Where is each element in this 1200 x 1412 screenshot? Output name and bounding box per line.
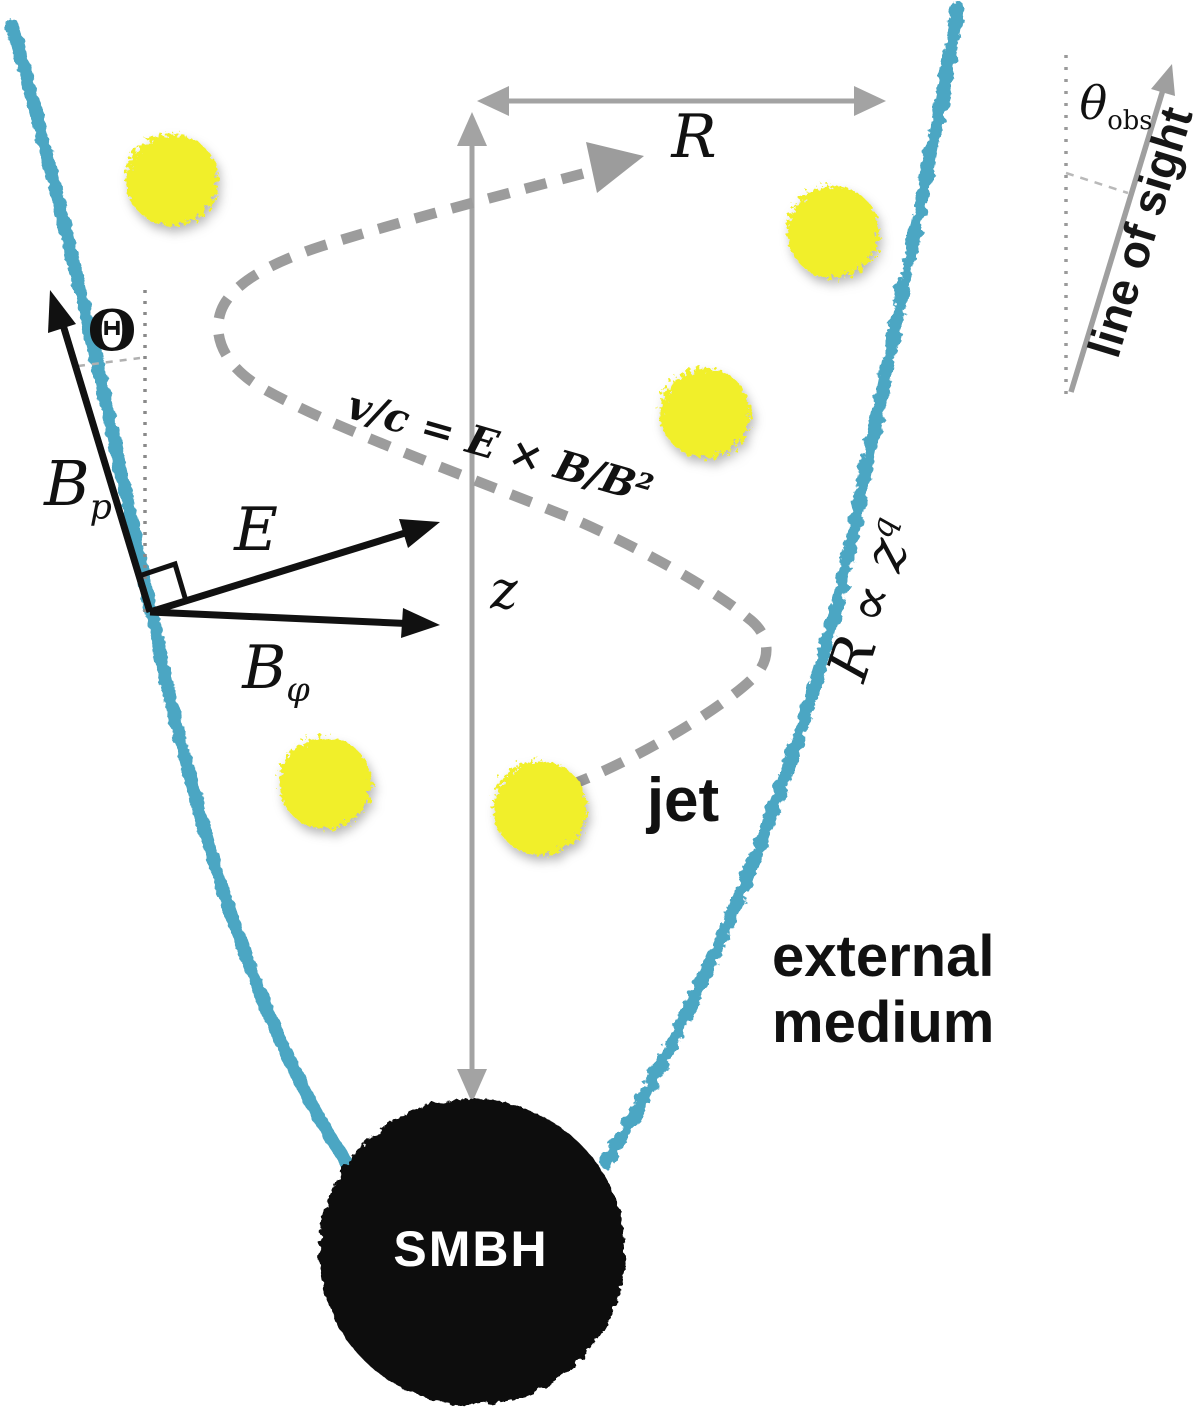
- external-medium-label: external medium: [772, 924, 994, 1056]
- poloidal-field-label: Bp: [44, 453, 112, 525]
- plasma-blob: [493, 761, 587, 855]
- viewing-angle-label: θobs: [1080, 80, 1153, 134]
- poloidal-field-base: B: [44, 447, 90, 520]
- opening-angle-dashed-line: [77, 356, 141, 368]
- toroidal-field-arrowhead-icon: [401, 608, 440, 638]
- poloidal-field-vector-line: [56, 313, 154, 614]
- plasma-blob: [787, 186, 879, 278]
- right-angle-marker-icon: [138, 560, 189, 602]
- helical-trajectory-dashed-path: [212, 160, 772, 791]
- viewing-angle-sub: obs: [1107, 106, 1153, 137]
- electric-field-label: E: [234, 500, 278, 560]
- height-label-text: z: [490, 561, 518, 621]
- poloidal-field-arrowhead-icon: [48, 290, 76, 333]
- toroidal-field-vector-line: [149, 608, 419, 628]
- observer-angle-dashed-line: [1065, 171, 1129, 195]
- line-of-sight-arrow-line: [1068, 79, 1169, 393]
- smbh-circle: [319, 1099, 625, 1405]
- plasma-blob: [660, 368, 750, 458]
- radius-label-text: R: [671, 102, 717, 172]
- smbh-label-text: SMBH: [393, 1221, 549, 1277]
- radius-label: R: [671, 107, 716, 167]
- jet-label-text: jet: [646, 766, 720, 835]
- electric-field-vector-line: [148, 525, 420, 616]
- toroidal-field-sub: φ: [286, 670, 310, 709]
- plasma-blob: [279, 737, 371, 829]
- jet-boundary-right: [599, 1, 965, 1169]
- radius-arrowhead-right-icon: [854, 86, 886, 116]
- poloidal-field-sub: p: [89, 487, 112, 528]
- electric-field-text: E: [234, 495, 278, 565]
- z-axis-arrowhead-down-icon: [457, 1069, 487, 1103]
- viewing-angle-base: θ: [1079, 76, 1108, 130]
- opening-angle-label: Θ: [88, 303, 137, 359]
- radius-arrowhead-left-icon: [477, 86, 509, 116]
- line-of-sight-arrowhead-icon: [1151, 64, 1175, 96]
- toroidal-field-base: B: [242, 633, 287, 703]
- external-medium-line1: external: [772, 924, 995, 989]
- electric-field-arrowhead-icon: [399, 519, 440, 548]
- smbh-label: SMBH: [393, 1224, 548, 1274]
- trajectory-arrowhead-icon: [586, 142, 644, 193]
- jet-label: jet: [647, 770, 719, 832]
- toroidal-field-label: Bφ: [242, 638, 310, 706]
- height-label: z: [490, 565, 517, 617]
- plasma-blob: [126, 134, 218, 226]
- opening-angle-text: Θ: [87, 298, 137, 364]
- z-axis-arrowhead-up-icon: [457, 112, 487, 146]
- external-medium-line2: medium: [772, 990, 995, 1055]
